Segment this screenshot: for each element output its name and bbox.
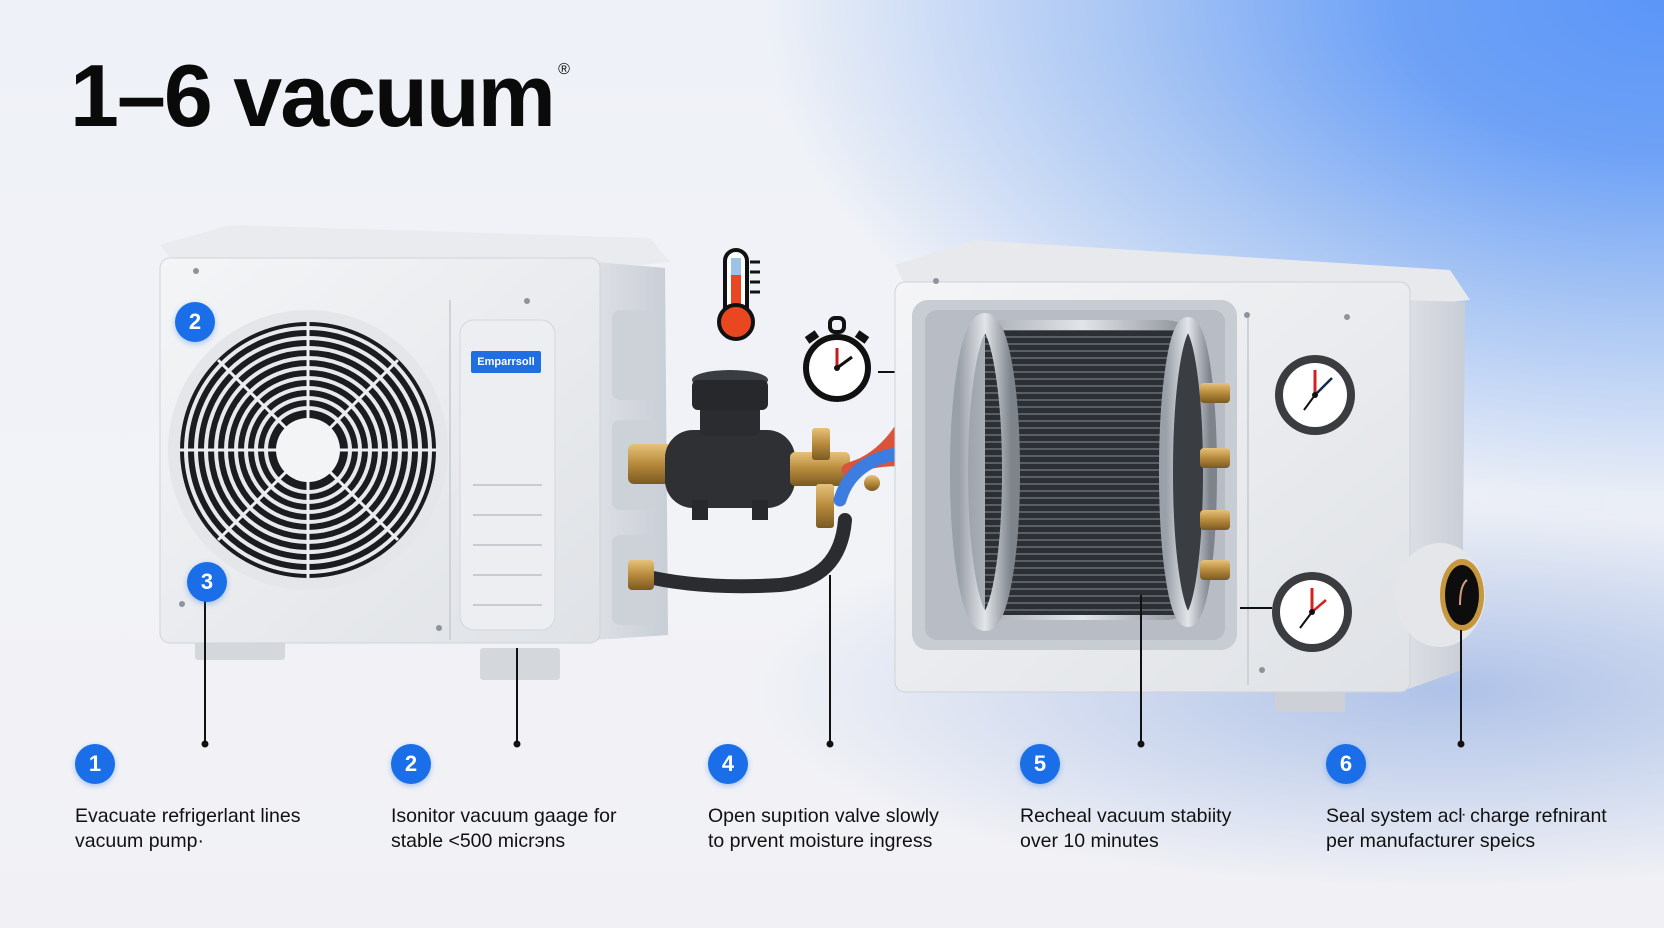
step-4: 4 Open supıtion valve slowly to prvent m… <box>708 744 939 854</box>
step-badge: 6 <box>1326 744 1366 784</box>
step-caption: Open supıtion valve slowly to prvent moi… <box>708 804 939 854</box>
step-caption: Evacuate refrigerlant lines vacuum pump· <box>75 804 300 854</box>
step-1: 1 Evacuate refrigerlant lines vacuum pum… <box>75 744 300 854</box>
title-text: 1–6 vacuum <box>70 46 556 145</box>
step-caption-line1: Isonitor vacuum gaage for <box>391 805 617 827</box>
step-badge: 4 <box>708 744 748 784</box>
step-6: 6 Seal system acŀ charge refnirant per m… <box>1326 744 1607 854</box>
step-caption: Isonitor vacuum gaage for stable <500 mi… <box>391 804 616 854</box>
thermometer-icon <box>717 248 760 341</box>
step-caption-line2: stable <500 micrэns <box>391 830 566 852</box>
step-caption-line1: Evacuate refrigerlant lines <box>75 805 301 827</box>
step-caption-line2: over 10 minutes <box>1020 830 1159 852</box>
step-badge: 1 <box>75 744 115 784</box>
step-caption-line1: Seal system acŀ charge refnirant <box>1326 805 1607 827</box>
lower-pressure-gauge <box>1272 572 1352 652</box>
step-caption-line2: to prvent moisture ingress <box>708 830 933 852</box>
diagram-badge-3: 3 <box>187 562 227 602</box>
step-2: 2 Isonitor vacuum gaage for stable <500 … <box>391 744 616 854</box>
stopwatch-icon <box>803 316 871 402</box>
step-badge: 5 <box>1020 744 1060 784</box>
step-5: 5 Recheal vacuum stabiity over 10 minute… <box>1020 744 1231 854</box>
fan-grille <box>168 310 448 590</box>
left-condenser-unit <box>159 225 670 680</box>
step-badge: 2 <box>391 744 431 784</box>
upper-pressure-gauge <box>1275 355 1355 435</box>
step-caption: Recheal vacuum stabiity over 10 minutes <box>1020 804 1231 854</box>
step-caption-line1: Recheal vacuum stabiity <box>1020 805 1232 827</box>
step-caption-line1: Open supıtion valve slowly <box>708 805 939 827</box>
step-caption-line2: vacuum pump· <box>75 830 204 852</box>
side-outlet-port <box>1395 543 1485 647</box>
leader-lines <box>204 575 1462 743</box>
step-caption-line2: per manufacturer speics <box>1326 830 1536 852</box>
registered-mark: ® <box>558 61 570 78</box>
page-title: 1–6 vacuum ® <box>70 52 570 140</box>
step-caption: Seal system acŀ charge refnirant per man… <box>1326 804 1607 854</box>
right-cutaway-unit <box>894 240 1485 712</box>
diagram-badge-2: 2 <box>175 302 215 342</box>
brand-plate: Emparrsoll <box>471 351 541 373</box>
leader-dots <box>201 740 1465 748</box>
